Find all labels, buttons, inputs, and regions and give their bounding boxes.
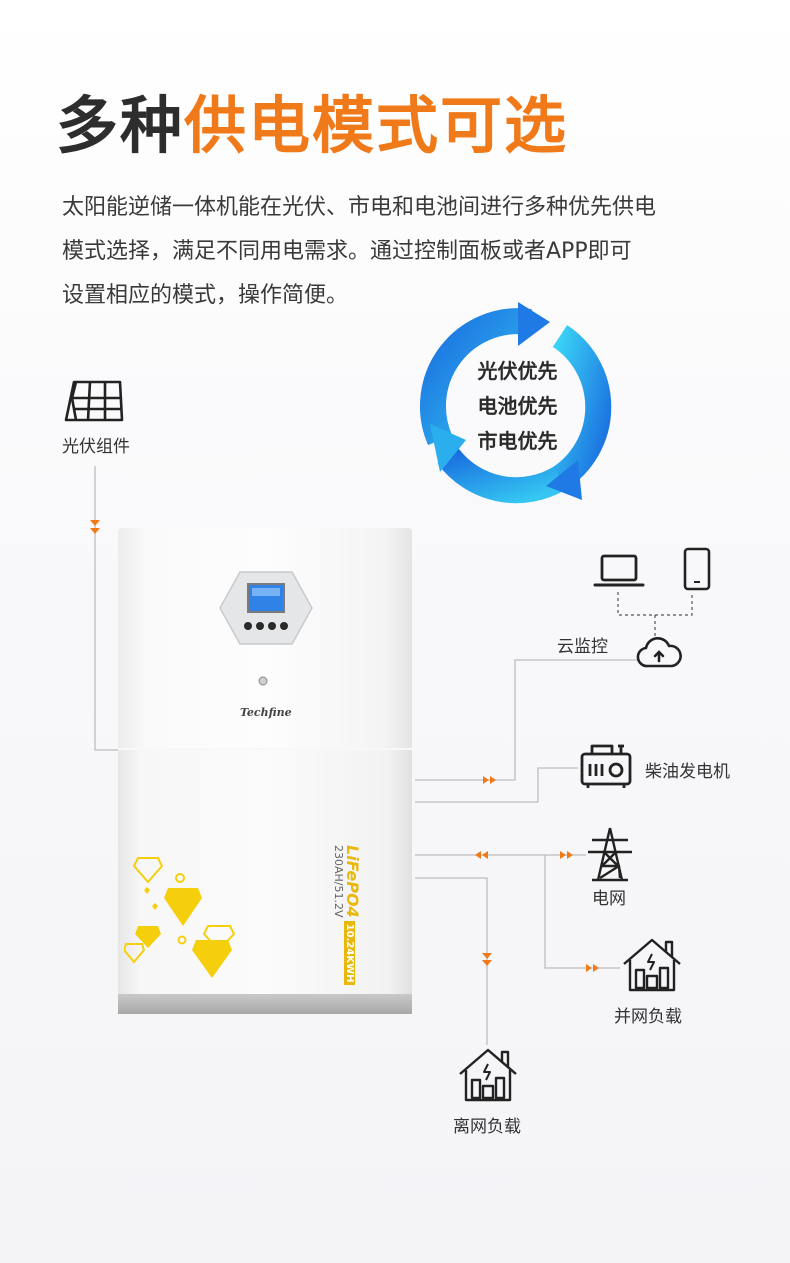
mode-grid-priority: 市电优先	[477, 429, 558, 453]
solar-label: 光伏组件	[62, 437, 130, 457]
mode-battery-priority: 电池优先	[477, 394, 558, 418]
description: 太阳能逆储一体机能在光伏、市电和电池间进行多种优先供电 模式选择，满足不同用电需…	[62, 186, 732, 318]
generator-label: 柴油发电机	[645, 762, 730, 782]
power-tower-icon	[588, 827, 632, 882]
offgrid-load-house-icon	[459, 1048, 517, 1102]
diamond-decoration-icon	[124, 857, 236, 978]
mode-solar-priority: 光伏优先	[477, 359, 558, 383]
battery-label: LiFePO410.24KWH 230AH/51.2V	[332, 845, 362, 986]
brand-logo: Techfine	[240, 706, 292, 719]
title-part2: 供电模式可选	[184, 89, 569, 162]
page-title: 多种供电模式可选	[56, 86, 568, 166]
generator-icon	[580, 744, 632, 788]
solar-panel-icon	[64, 380, 124, 422]
title-part1: 多种	[56, 89, 185, 162]
battery-capacity-tag: 10.24KWH	[344, 920, 355, 986]
phone-icon	[683, 547, 711, 591]
description-line-1: 太阳能逆储一体机能在光伏、市电和电池间进行多种优先供电	[62, 195, 657, 220]
grid-load-label: 并网负载	[614, 1007, 682, 1027]
cloud-label: 云监控	[557, 637, 608, 657]
offgrid-load-label: 离网负载	[453, 1117, 521, 1137]
description-line-3: 设置相应的模式，操作简便。	[62, 283, 349, 308]
description-line-2: 模式选择，满足不同用电需求。通过控制面板或者APP即可	[62, 239, 632, 264]
cloud-upload-icon	[636, 636, 682, 668]
control-panel	[219, 571, 313, 645]
battery-model: LiFePO4	[343, 845, 362, 918]
battery-base	[118, 994, 412, 1014]
grid-load-house-icon	[623, 938, 681, 992]
laptop-icon	[593, 554, 645, 587]
grid-label: 电网	[592, 889, 626, 909]
mode-cycle-icon	[420, 302, 612, 504]
power-led-icon	[258, 676, 268, 686]
battery-unit	[118, 750, 412, 994]
cycle-modes: 光伏优先 电池优先 市电优先	[455, 354, 580, 459]
